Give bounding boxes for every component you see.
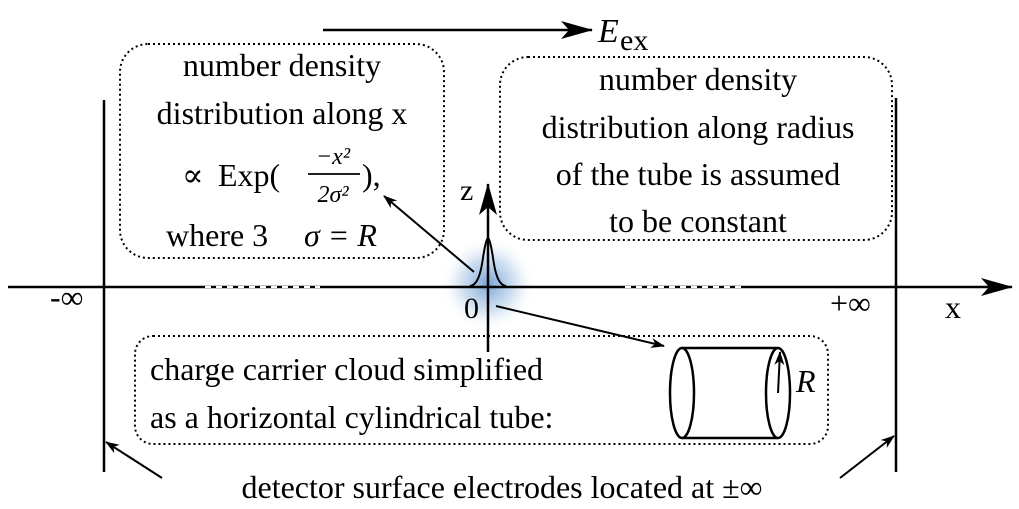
field-label-sub: ex [620, 24, 648, 57]
cylinder-tube [668, 346, 792, 440]
gaussian-curve [469, 236, 507, 287]
field-label: E [597, 13, 619, 50]
where-text: where 3 [166, 217, 268, 253]
z-axis-label: z [460, 174, 473, 207]
radius-arrow [774, 351, 785, 394]
left-note-box [119, 43, 445, 259]
pointer-cloud-to-tube [495, 305, 665, 348]
exp-closing: ), [362, 157, 381, 193]
bottom-note-line1: charge carrier cloud simplified [150, 351, 543, 387]
minus-infinity-label: -∞ [50, 279, 83, 315]
exp-label: Exp( [218, 157, 280, 193]
left-note-line1: number density [183, 47, 381, 83]
bottom-note-line2: as a horizontal cylindrical tube: [150, 399, 553, 435]
sigma-equation: σ = R [304, 217, 377, 253]
plus-infinity-label: +∞ [830, 285, 871, 321]
exp-numerator: −x² [316, 144, 351, 170]
bottom-note-box [134, 335, 829, 445]
right-note-line3: of the tube is assumed [556, 156, 840, 192]
proportional-symbol: ∝ [182, 157, 204, 193]
origin-label: 0 [464, 292, 479, 325]
right-note-line4: to be constant [609, 203, 787, 239]
exp-denominator: 2σ² [317, 182, 349, 208]
right-note-line1: number density [599, 61, 797, 97]
x-axis-label: x [945, 289, 961, 325]
caption-arrow-left [105, 441, 163, 479]
pointer-left-to-cloud [383, 195, 475, 273]
radius-label: R [795, 363, 816, 399]
electrode-caption: detector surface electrodes located at ±… [242, 469, 763, 505]
right-note-line2: distribution along radius [542, 109, 855, 145]
caption-arrow-right [839, 435, 895, 479]
left-note-line2: distribution along x [157, 95, 408, 131]
